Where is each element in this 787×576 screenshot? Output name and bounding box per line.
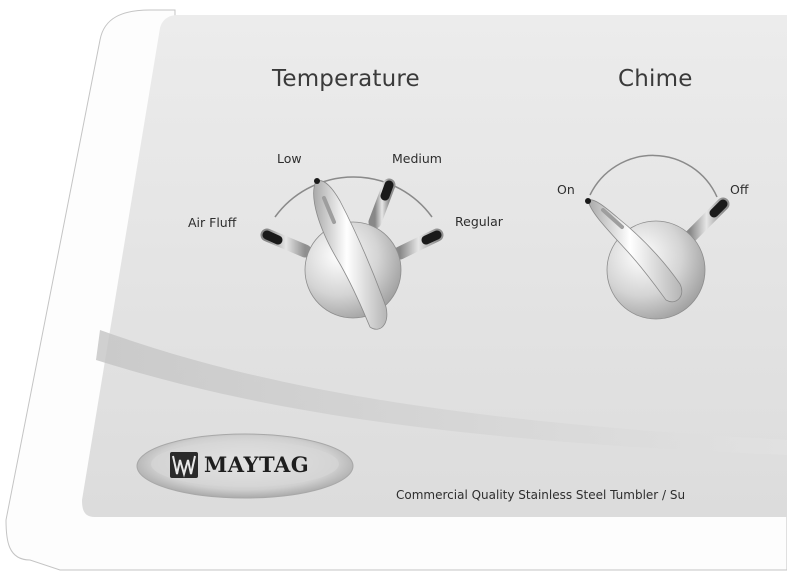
- maytag-badge: [136, 433, 354, 499]
- maytag-logo-icon: [170, 452, 198, 478]
- temperature-option-regular[interactable]: Regular: [455, 214, 503, 229]
- temperature-option-low[interactable]: Low: [277, 151, 302, 166]
- chime-detent-marks: [683, 197, 730, 244]
- chime-option-on[interactable]: On: [557, 182, 575, 197]
- panel-tagline: Commercial Quality Stainless Steel Tumbl…: [396, 488, 686, 502]
- temperature-title: Temperature: [272, 66, 420, 92]
- brand-name: MAYTAG: [204, 452, 310, 477]
- temperature-option-air-fluff[interactable]: Air Fluff: [188, 215, 237, 230]
- chime-knob[interactable]: [585, 198, 706, 320]
- chime-title: Chime: [618, 66, 693, 92]
- temperature-detent-marks: [260, 178, 444, 260]
- chime-option-off[interactable]: Off: [730, 182, 749, 197]
- temperature-knob[interactable]: [304, 178, 402, 330]
- temperature-option-medium[interactable]: Medium: [392, 151, 442, 166]
